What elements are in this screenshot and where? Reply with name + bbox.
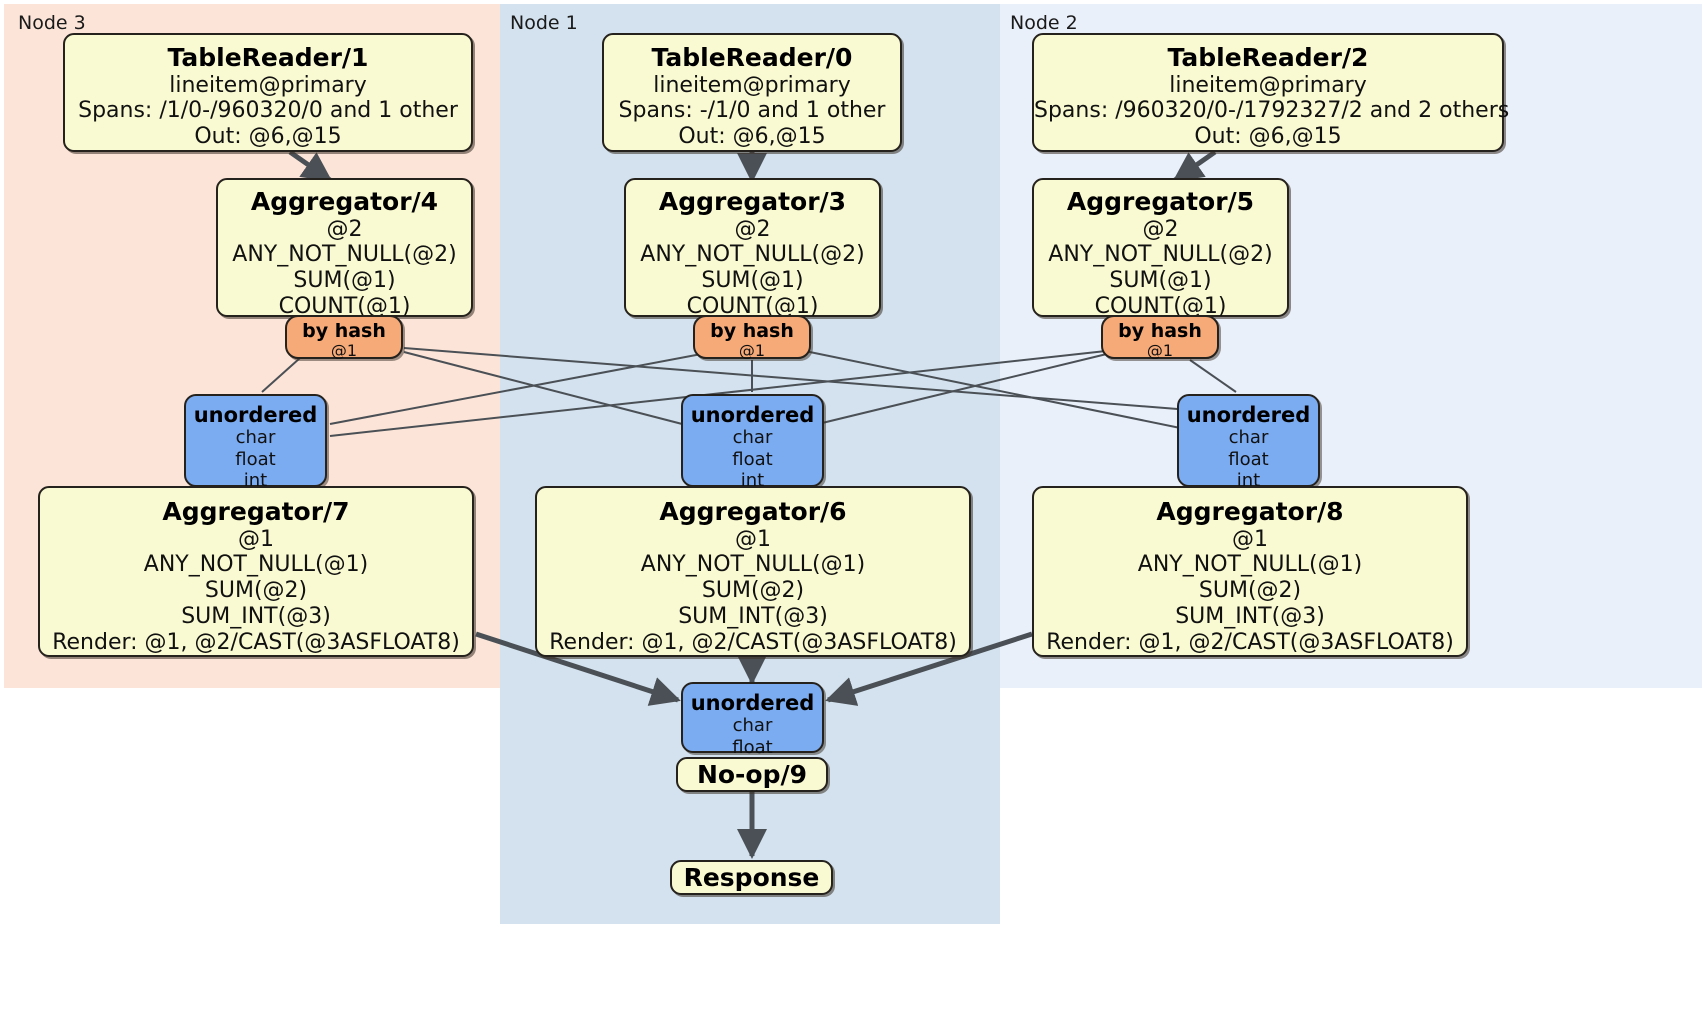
processor-spans: Spans: /960320/0-/1792327/2 and 2 others: [1034, 98, 1510, 124]
router-by-hash-right[interactable]: by hash @1: [1101, 315, 1219, 360]
processor-aggregator-8[interactable]: Aggregator/8 @1 ANY_NOT_NULL(@1) SUM(@2)…: [1032, 486, 1468, 657]
processor-spans: Spans: /1/0-/960320/0 and 1 other: [78, 98, 458, 124]
processor-title: No-op/9: [696, 760, 808, 789]
synchronizer-type: float: [732, 736, 773, 758]
processor-group: @1: [1232, 526, 1268, 552]
processor-spans: Spans: -/1/0 and 1 other: [618, 98, 886, 124]
processor-title: TableReader/0: [651, 43, 853, 72]
processor-group: @1: [735, 526, 771, 552]
processor-func: SUM(@1): [701, 268, 804, 294]
synchronizer-type: char: [1228, 427, 1269, 449]
synchronizer-title: unordered: [690, 691, 815, 715]
processor-func: SUM_INT(@3): [1175, 604, 1325, 630]
node-panel-label-node1: Node 1: [510, 12, 578, 34]
processor-table: lineitem@primary: [169, 72, 367, 98]
synchronizer-unordered-final[interactable]: unordered char float: [681, 682, 824, 758]
processor-func: ANY_NOT_NULL(@2): [640, 242, 865, 268]
router-by-hash-left[interactable]: by hash @1: [285, 315, 403, 360]
processor-title: Aggregator/4: [250, 187, 439, 216]
router-column: @1: [330, 340, 358, 360]
processor-out: Out: @6,@15: [678, 124, 826, 150]
processor-title: TableReader/1: [167, 43, 369, 72]
processor-func: ANY_NOT_NULL(@2): [1048, 242, 1273, 268]
processor-tablereader-2[interactable]: TableReader/2 lineitem@primary Spans: /9…: [1032, 33, 1510, 152]
processor-aggregator-3[interactable]: Aggregator/3 @2 ANY_NOT_NULL(@2) SUM(@1)…: [624, 178, 881, 319]
node-panel-label-node3: Node 3: [18, 12, 86, 34]
processor-table: lineitem@primary: [653, 72, 851, 98]
synchronizer-type: float: [732, 448, 773, 470]
processor-func: ANY_NOT_NULL(@1): [1137, 552, 1363, 578]
synchronizer-title: unordered: [193, 403, 318, 427]
processor-func: SUM(@2): [701, 578, 805, 604]
router-title: by hash: [1118, 320, 1202, 342]
processor-out: Out: @6,@15: [194, 124, 342, 150]
processor-func: ANY_NOT_NULL(@1): [143, 552, 369, 578]
synchronizer-unordered-middle[interactable]: unordered char float int: [681, 394, 824, 491]
processor-title: Aggregator/7: [162, 497, 350, 526]
synchronizer-unordered-left[interactable]: unordered char float int: [184, 394, 327, 491]
processor-func: SUM_INT(@3): [181, 604, 331, 630]
router-title: by hash: [710, 320, 794, 342]
processor-func: ANY_NOT_NULL(@1): [640, 552, 866, 578]
processor-func: SUM(@2): [1198, 578, 1302, 604]
router-title: by hash: [302, 320, 386, 342]
processor-aggregator-4[interactable]: Aggregator/4 @2 ANY_NOT_NULL(@2) SUM(@1)…: [216, 178, 473, 319]
processor-tablereader-1[interactable]: TableReader/1 lineitem@primary Spans: /1…: [63, 33, 473, 152]
processor-render: Render: @1, @2/CAST(@3ASFLOAT8): [52, 630, 460, 656]
router-column: @1: [738, 340, 766, 360]
processor-group: @2: [734, 216, 771, 242]
processor-response[interactable]: Response: [670, 860, 833, 895]
processor-group: @2: [326, 216, 363, 242]
synchronizer-type: char: [732, 427, 773, 449]
synchronizer-type: char: [235, 427, 276, 449]
processor-title: Aggregator/6: [659, 497, 847, 526]
synchronizer-unordered-right[interactable]: unordered char float int: [1177, 394, 1320, 491]
processor-func: SUM(@1): [293, 268, 396, 294]
processor-out: Out: @6,@15: [1194, 124, 1342, 150]
processor-aggregator-5[interactable]: Aggregator/5 @2 ANY_NOT_NULL(@2) SUM(@1)…: [1032, 178, 1289, 319]
processor-func: SUM_INT(@3): [678, 604, 828, 630]
processor-no-op-9[interactable]: No-op/9: [676, 757, 828, 792]
processor-group: @2: [1142, 216, 1179, 242]
processor-func: ANY_NOT_NULL(@2): [232, 242, 457, 268]
processor-func: SUM(@2): [204, 578, 308, 604]
processor-tablereader-0[interactable]: TableReader/0 lineitem@primary Spans: -/…: [602, 33, 902, 152]
processor-group: @1: [238, 526, 274, 552]
processor-title: Aggregator/3: [658, 187, 847, 216]
processor-title: Aggregator/8: [1156, 497, 1344, 526]
processor-func: SUM(@1): [1109, 268, 1212, 294]
synchronizer-type: float: [1228, 448, 1269, 470]
processor-title: Response: [683, 863, 820, 892]
router-by-hash-middle[interactable]: by hash @1: [693, 315, 811, 360]
processor-title: Aggregator/5: [1066, 187, 1255, 216]
synchronizer-type: char: [732, 715, 773, 737]
synchronizer-title: unordered: [1186, 403, 1311, 427]
processor-render: Render: @1, @2/CAST(@3ASFLOAT8): [1046, 630, 1454, 656]
processor-render: Render: @1, @2/CAST(@3ASFLOAT8): [549, 630, 957, 656]
synchronizer-title: unordered: [690, 403, 815, 427]
processor-title: TableReader/2: [1167, 43, 1369, 72]
processor-aggregator-6[interactable]: Aggregator/6 @1 ANY_NOT_NULL(@1) SUM(@2)…: [535, 486, 971, 657]
synchronizer-type: float: [235, 448, 276, 470]
processor-aggregator-7[interactable]: Aggregator/7 @1 ANY_NOT_NULL(@1) SUM(@2)…: [38, 486, 474, 657]
router-column: @1: [1146, 340, 1174, 360]
node-panel-label-node2: Node 2: [1010, 12, 1078, 34]
processor-table: lineitem@primary: [1169, 72, 1367, 98]
